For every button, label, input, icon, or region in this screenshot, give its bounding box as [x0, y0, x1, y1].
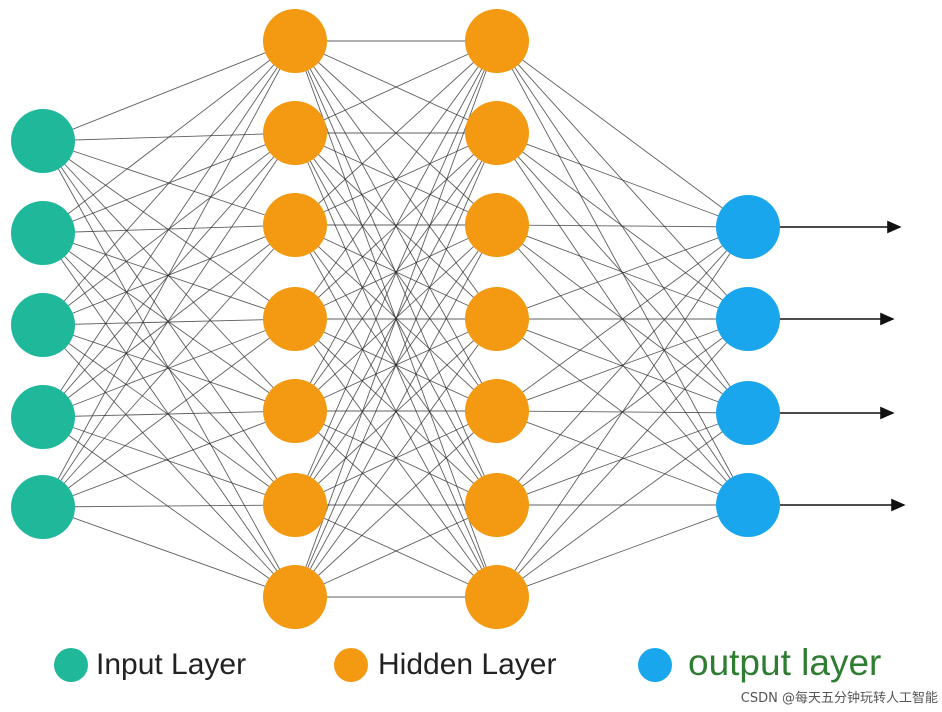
neurons	[11, 9, 780, 629]
connection-2-3-0	[496, 226, 749, 320]
connection-0-4-1	[42, 132, 296, 508]
hidden2-neuron-2	[465, 101, 529, 165]
connection-2-0-0	[496, 40, 749, 228]
connection-2-2-1	[496, 224, 749, 320]
output-neuron-2	[716, 287, 780, 351]
connections	[42, 40, 749, 598]
connection-2-4-1	[496, 318, 749, 412]
connection-2-1-0	[496, 132, 749, 228]
input-neuron-3	[11, 293, 75, 357]
legend-output-label: output layer	[688, 642, 882, 683]
hidden1-neuron-1	[263, 9, 327, 73]
connection-1-5-3	[294, 318, 498, 506]
connection-2-5-0	[496, 226, 749, 506]
connection-2-2-0	[496, 224, 749, 228]
connection-0-4-5	[42, 504, 296, 508]
connection-0-3-6	[42, 416, 296, 598]
connection-0-0-0	[42, 40, 296, 142]
hidden2-neuron-1	[465, 9, 529, 73]
hidden2-neuron-7	[465, 565, 529, 629]
output-arrows	[780, 220, 906, 512]
hidden2-neuron-5	[465, 379, 529, 443]
connection-0-4-0	[42, 40, 296, 508]
connection-0-4-3	[42, 318, 296, 508]
connection-2-4-0	[496, 226, 749, 412]
connection-1-6-4	[294, 410, 498, 598]
connection-0-2-0	[42, 40, 296, 326]
output-neuron-4	[716, 473, 780, 537]
legend-input-dot	[54, 648, 88, 682]
connection-0-3-5	[42, 416, 296, 506]
connection-0-2-5	[42, 324, 296, 506]
connection-0-1-3	[42, 232, 296, 320]
connection-2-6-2	[496, 412, 749, 598]
hidden2-neuron-6	[465, 473, 529, 537]
connection-0-3-2	[42, 224, 296, 418]
connection-0-0-5	[42, 140, 296, 506]
input-neuron-2	[11, 201, 75, 265]
output-neuron-3	[716, 381, 780, 445]
hidden1-neuron-7	[263, 565, 327, 629]
hidden1-neuron-4	[263, 287, 327, 351]
connection-0-1-0	[42, 40, 296, 234]
legend-output-label-box	[678, 618, 902, 692]
input-neuron-1	[11, 109, 75, 173]
connection-0-3-0	[42, 40, 296, 418]
legend-hidden-label: Hidden Layer	[378, 648, 557, 681]
connection-2-0-2	[496, 40, 749, 414]
watermark: CSDN @每天五分钟玩转人工智能	[740, 691, 938, 706]
hidden2-neuron-3	[465, 193, 529, 257]
connection-2-6-1	[496, 318, 749, 598]
connection-0-4-4	[42, 410, 296, 508]
connection-2-6-3	[496, 504, 749, 598]
input-neuron-4	[11, 385, 75, 449]
hidden1-neuron-6	[263, 473, 327, 537]
connection-1-6-1	[294, 132, 498, 598]
connection-1-6-0	[294, 40, 498, 598]
connection-0-3-3	[42, 318, 296, 418]
hidden1-neuron-2	[263, 101, 327, 165]
connection-1-1-0	[294, 40, 498, 134]
connection-0-3-4	[42, 410, 296, 418]
connection-0-4-2	[42, 224, 296, 508]
connection-0-0-3	[42, 140, 296, 320]
connection-1-6-3	[294, 318, 498, 598]
connection-1-6-2	[294, 224, 498, 598]
output-neuron-1	[716, 195, 780, 259]
connection-1-3-0	[294, 40, 498, 320]
hidden1-neuron-3	[263, 193, 327, 257]
connection-1-5-0	[294, 40, 498, 506]
connection-1-6-5	[294, 504, 498, 598]
hidden1-neuron-5	[263, 379, 327, 443]
legend-hidden-dot	[334, 648, 368, 682]
connection-1-4-0	[294, 40, 498, 412]
connection-0-3-1	[42, 132, 296, 418]
hidden2-neuron-4	[465, 287, 529, 351]
legend-output-dot	[638, 648, 672, 682]
connection-0-2-3	[42, 318, 296, 326]
connection-2-6-0	[496, 226, 749, 598]
connection-2-5-2	[496, 412, 749, 506]
connection-1-2-1	[294, 132, 498, 226]
input-neuron-5	[11, 475, 75, 539]
connection-1-2-0	[294, 40, 498, 226]
connection-0-4-6	[42, 506, 296, 598]
legend-input-label: Input Layer	[96, 648, 247, 681]
